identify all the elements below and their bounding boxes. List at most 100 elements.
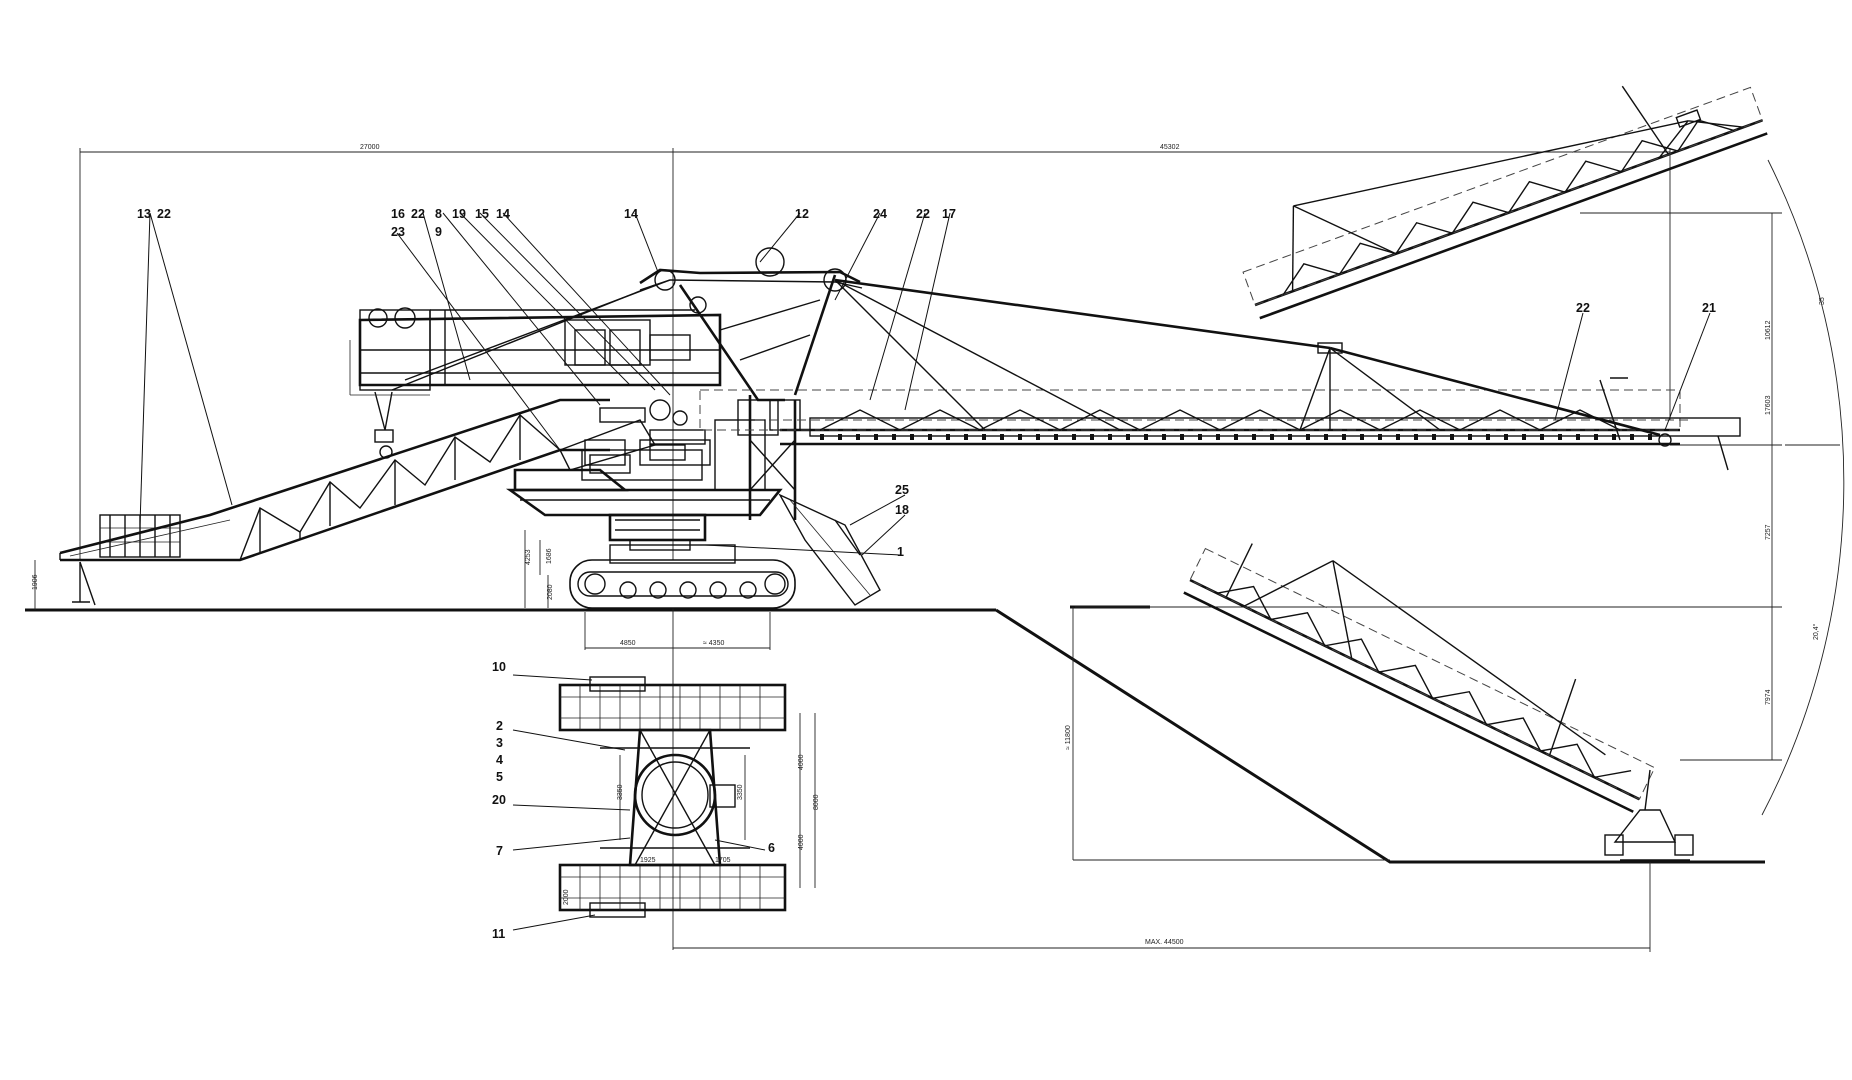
boom-raised-position xyxy=(1242,85,1768,320)
boom-idler xyxy=(1468,434,1472,440)
boom-idler xyxy=(982,434,986,440)
callout-12: 12 xyxy=(795,207,809,221)
callout-22-tail: 22 xyxy=(157,207,171,221)
boom-idler xyxy=(1342,434,1346,440)
callout-leaders xyxy=(139,212,1711,931)
boom-idler xyxy=(1522,434,1526,440)
callout-22-boom: 22 xyxy=(916,207,930,221)
boom-idler xyxy=(1540,434,1544,440)
callout-13: 13 xyxy=(137,207,151,221)
callout-14-left: 14 xyxy=(496,207,510,221)
boom-idler xyxy=(1144,434,1148,440)
callout-11: 11 xyxy=(492,927,505,941)
dim-10612: 10612 xyxy=(1765,320,1772,340)
boom-idler xyxy=(1090,434,1094,440)
callout-10: 10 xyxy=(492,660,506,674)
dim-11800: ≈ 11800 xyxy=(1065,725,1072,750)
boom-idler xyxy=(856,434,860,440)
callout-4: 4 xyxy=(496,753,503,767)
callout-7: 7 xyxy=(496,844,503,858)
callout-21: 21 xyxy=(1702,301,1716,315)
boom-idler xyxy=(820,434,824,440)
dim-4350: ≈ 4350 xyxy=(703,640,724,647)
boom-idler xyxy=(1504,434,1508,440)
callout-25: 25 xyxy=(895,483,909,497)
boom-lowered-position xyxy=(1183,543,1656,813)
boom-idler xyxy=(1126,434,1130,440)
callout-6: 6 xyxy=(768,841,775,855)
boom-idler xyxy=(1306,434,1310,440)
boom-idler xyxy=(1378,434,1382,440)
callout-15: 15 xyxy=(475,207,489,221)
boom-idler xyxy=(1432,434,1436,440)
main-body xyxy=(349,247,881,606)
callout-22-body: 22 xyxy=(411,207,425,221)
dim-45302: 45302 xyxy=(1160,144,1180,151)
callout-19: 19 xyxy=(452,207,466,221)
boom-stays xyxy=(834,278,1661,437)
callout-24: 24 xyxy=(873,207,887,221)
boom-idler xyxy=(1414,434,1418,440)
callout-16: 16 xyxy=(391,207,405,221)
boom-idler xyxy=(1162,434,1166,440)
plan-dim-3350-left: 3350 xyxy=(617,784,624,800)
discharge-boom-horizontal xyxy=(699,377,1741,471)
callout-22-right: 22 xyxy=(1576,301,1590,315)
boom-idler xyxy=(1270,434,1274,440)
dim-radius-35: 35 xyxy=(1819,297,1826,305)
callout-17: 17 xyxy=(942,207,956,221)
boom-idler xyxy=(1054,434,1058,440)
crawler-side-view xyxy=(569,544,796,609)
boom-idler xyxy=(1450,434,1454,440)
dim-angle-20-4: 20,4° xyxy=(1812,623,1820,640)
boom-idler xyxy=(838,434,842,440)
boom-idler xyxy=(1594,434,1598,440)
plan-dim-3350-right: 3350 xyxy=(737,784,744,800)
callout-14-pylon: 14 xyxy=(624,207,638,221)
callout-3: 3 xyxy=(496,736,503,750)
boom-idler xyxy=(1000,434,1004,440)
boom-idler xyxy=(1360,434,1364,440)
boom-idler xyxy=(1252,434,1256,440)
boom-idler xyxy=(1396,434,1400,440)
callout-labels: 13 22 16 23 22 8 9 19 15 14 14 12 24 22 … xyxy=(137,207,1716,941)
dim-27000: 27000 xyxy=(360,144,380,151)
boom-idler xyxy=(1558,434,1562,440)
undercarriage-plan-view: 3350 3350 4000 4000 8000 1925 1705 2000 xyxy=(558,676,820,918)
plan-dim-4000-top: 4000 xyxy=(798,754,805,770)
boom-idler xyxy=(892,434,896,440)
boom-idler xyxy=(964,434,968,440)
boom-idler xyxy=(910,434,914,440)
dim-17603: 17603 xyxy=(1765,395,1772,415)
boom-idler xyxy=(874,434,878,440)
boom-idler xyxy=(1108,434,1112,440)
dim-max-44500: MAX. 44500 xyxy=(1145,939,1184,946)
boom-idler xyxy=(1576,434,1580,440)
boom-idler xyxy=(1324,434,1328,440)
plan-dim-1925: 1925 xyxy=(640,857,656,864)
boom-idler xyxy=(1018,434,1022,440)
callout-8: 8 xyxy=(435,207,442,221)
boom-idler xyxy=(1234,434,1238,440)
callout-9: 9 xyxy=(435,225,442,239)
boom-idler xyxy=(1198,434,1202,440)
callout-20: 20 xyxy=(492,793,506,807)
boom-idler xyxy=(928,434,932,440)
boom-idler xyxy=(1036,434,1040,440)
boom-idler xyxy=(1216,434,1220,440)
dim-4850: 4850 xyxy=(620,640,636,647)
boom-idler xyxy=(1648,434,1652,440)
callout-23: 23 xyxy=(391,225,405,239)
boom-idler xyxy=(1486,434,1490,440)
dim-4253: 4253 xyxy=(525,549,532,565)
boom-idler xyxy=(1630,434,1634,440)
plan-dim-4000-bottom: 4000 xyxy=(798,834,805,850)
callout-1: 1 xyxy=(897,545,904,559)
plan-dim-2000: 2000 xyxy=(563,889,570,905)
dim-1906: 1906 xyxy=(32,574,39,590)
boom-idler xyxy=(1072,434,1076,440)
boom-idler xyxy=(946,434,950,440)
tripper-unit xyxy=(1604,769,1694,861)
callout-5: 5 xyxy=(496,770,503,784)
